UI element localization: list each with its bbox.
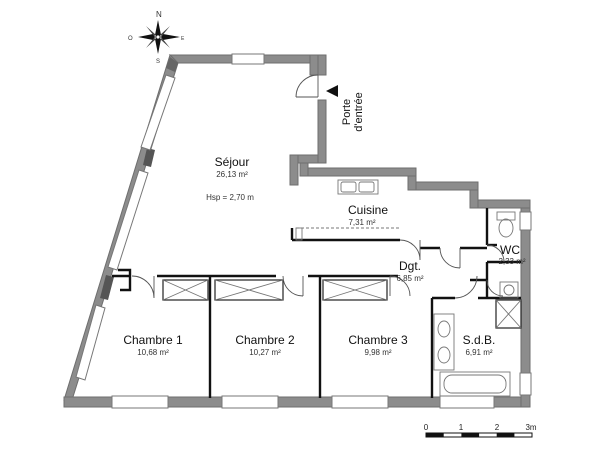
interior-partitions bbox=[112, 208, 521, 398]
scale-tick-3: 3m bbox=[525, 423, 536, 432]
room-name-chambre2: Chambre 2 bbox=[235, 333, 295, 347]
toilet-icon bbox=[496, 211, 516, 238]
compass-south-label: S bbox=[156, 59, 160, 65]
room-name-sdb: S.d.B. bbox=[463, 333, 496, 347]
washing-machine-icon bbox=[499, 281, 519, 299]
room-name-wc: WC bbox=[500, 243, 520, 257]
windows bbox=[75, 53, 532, 409]
room-name-chambre3: Chambre 3 bbox=[348, 333, 408, 347]
entrance-label-line2: d'entrée bbox=[353, 92, 365, 131]
wardrobes bbox=[162, 279, 522, 329]
doors bbox=[131, 74, 505, 299]
room-area-cuisine: 7,31 m² bbox=[348, 218, 375, 227]
entrance-label-line1: Porte bbox=[341, 99, 353, 125]
kitchen-counter bbox=[295, 227, 400, 241]
scale-tick-1: 1 bbox=[459, 423, 464, 432]
room-area-chambre1: 10,68 m² bbox=[137, 348, 169, 357]
double-washbasin-icon bbox=[433, 313, 455, 371]
wall-pillars bbox=[100, 57, 178, 300]
entrance-arrow-icon bbox=[326, 85, 338, 97]
compass-north-label: N bbox=[156, 10, 162, 19]
room-name-dgt: Dgt. bbox=[399, 259, 421, 273]
room-area-dgt: 6,85 m² bbox=[396, 274, 423, 283]
scale-tick-0: 0 bbox=[424, 423, 429, 432]
room-name-chambre1: Chambre 1 bbox=[123, 333, 183, 347]
room-name-cuisine: Cuisine bbox=[348, 203, 388, 217]
compass-east-label: E bbox=[181, 36, 185, 42]
bathtub-icon bbox=[439, 371, 511, 397]
room-area-wc: 2,33 m² bbox=[498, 257, 525, 266]
room-height-sejour: Hsp = 2,70 m bbox=[206, 193, 254, 202]
compass-west-label: O bbox=[128, 36, 133, 42]
compass-rose-icon bbox=[138, 20, 180, 54]
scale-bar bbox=[425, 432, 533, 438]
room-area-sejour: 26,13 m² bbox=[216, 170, 248, 179]
room-area-sdb: 6,91 m² bbox=[465, 348, 492, 357]
room-name-sejour: Séjour bbox=[215, 155, 250, 169]
room-area-chambre3: 9,98 m² bbox=[364, 348, 391, 357]
entrance-label: Porte d'entrée bbox=[341, 92, 365, 131]
exterior-walls bbox=[63, 54, 531, 408]
scale-tick-2: 2 bbox=[495, 423, 500, 432]
room-area-chambre2: 10,27 m² bbox=[249, 348, 281, 357]
kitchen-sink-icon bbox=[337, 179, 379, 195]
